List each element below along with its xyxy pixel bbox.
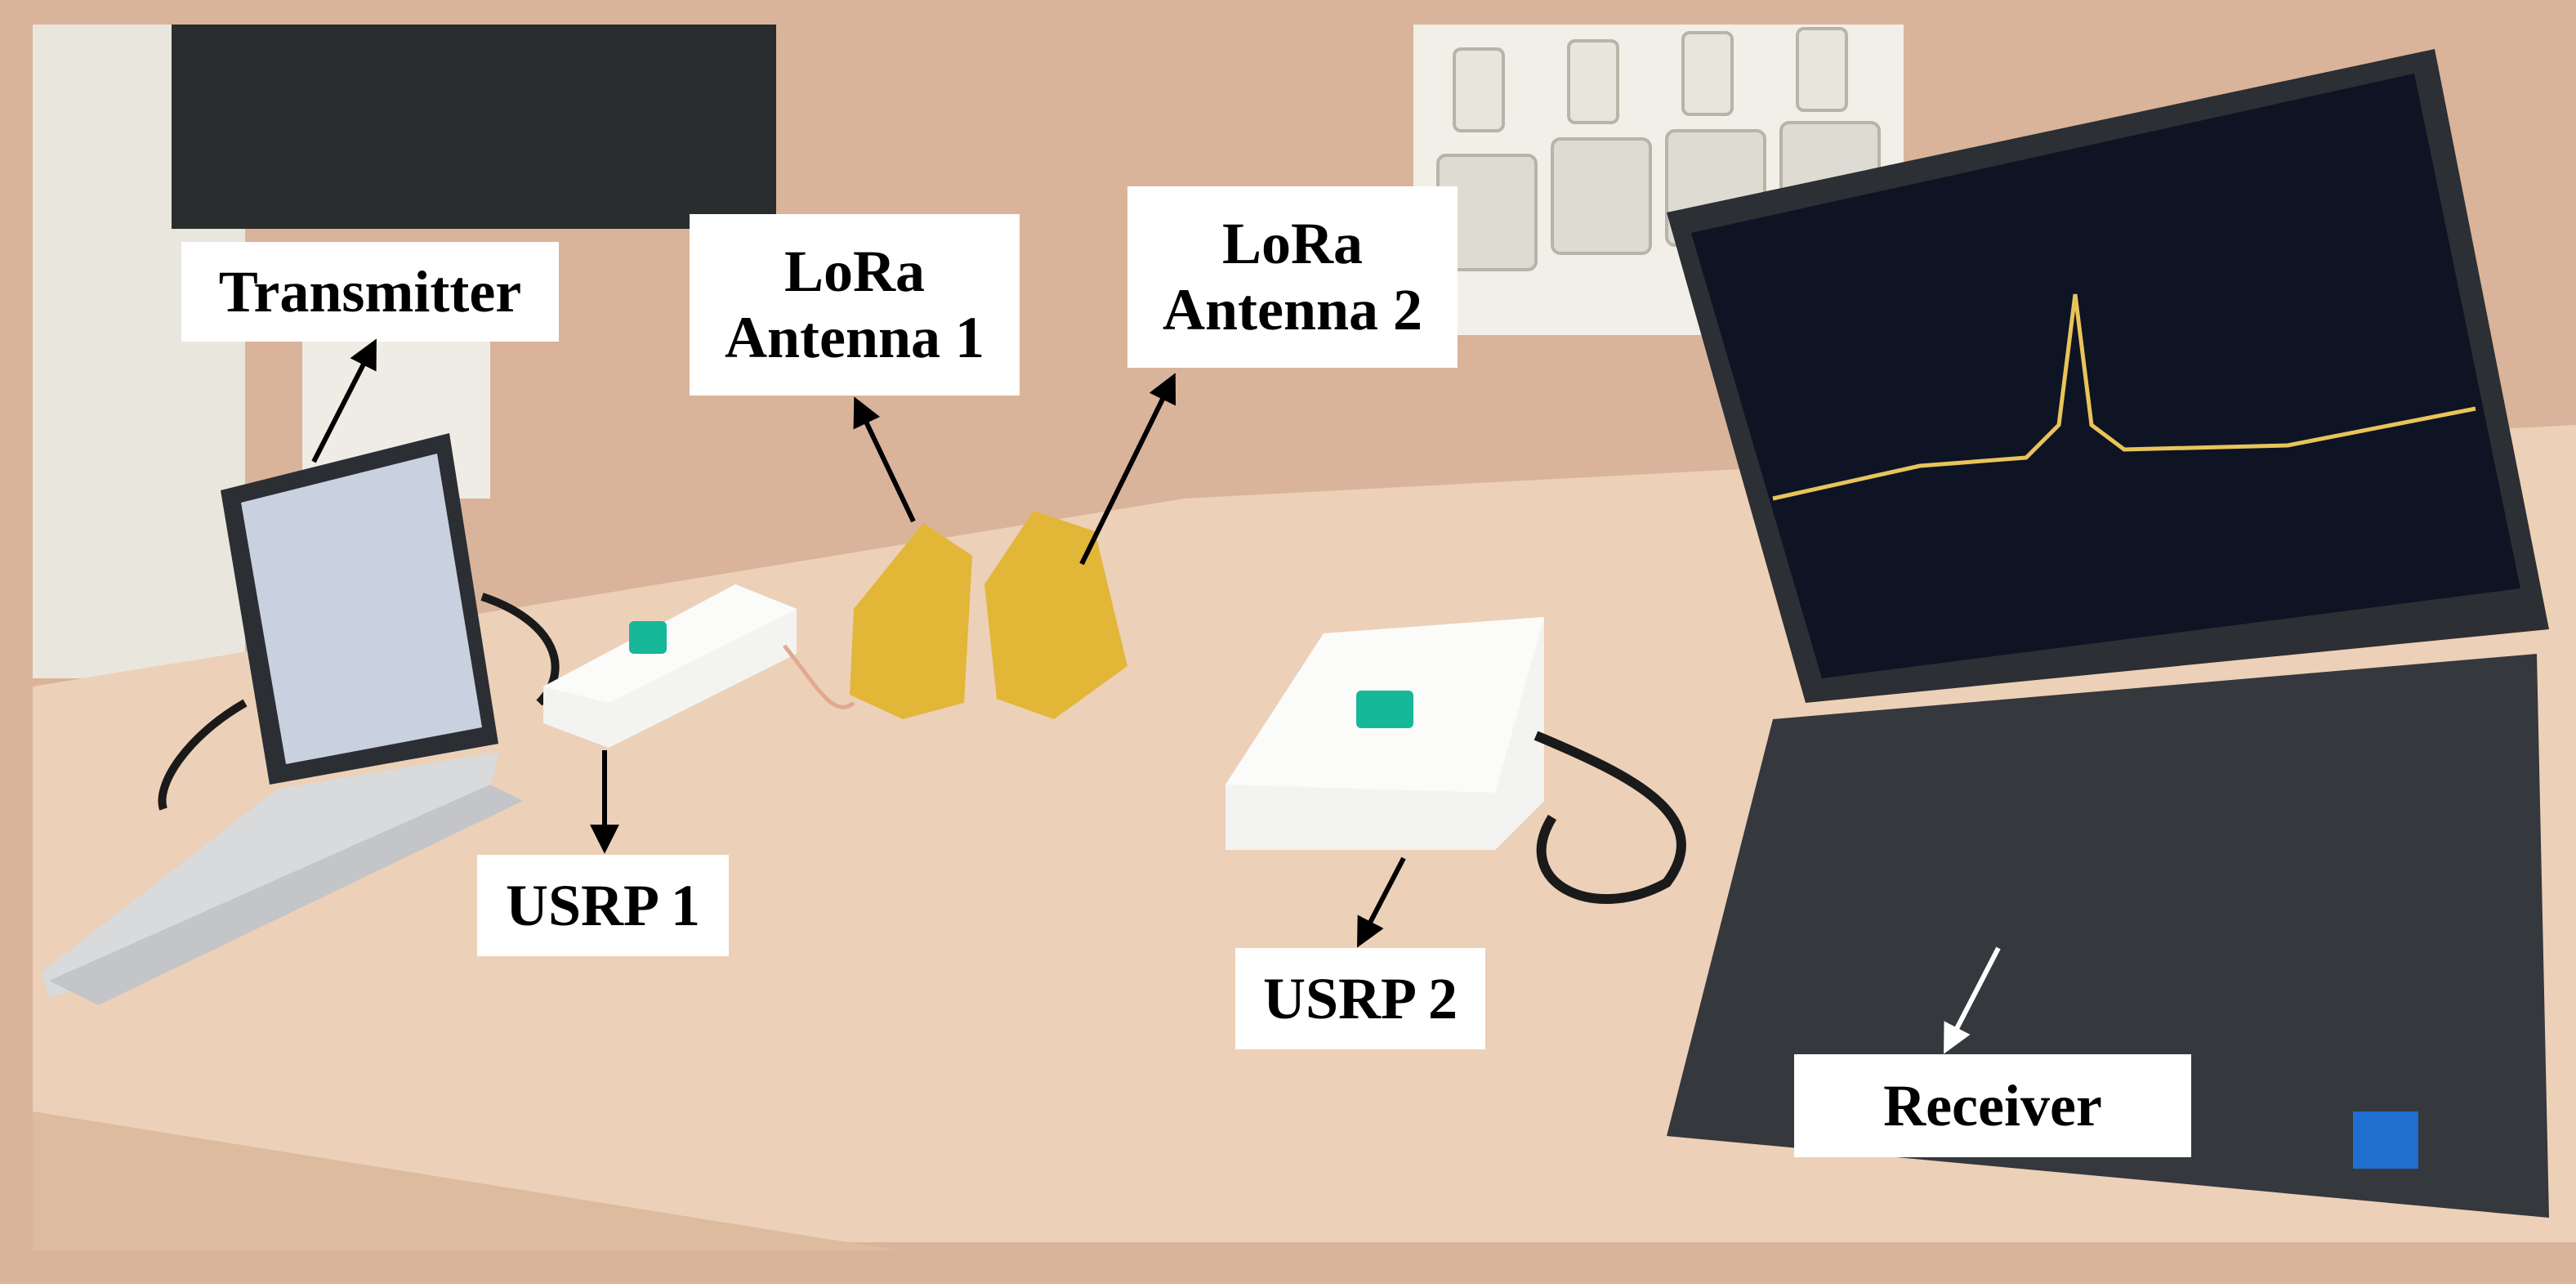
usrp-1-device [543,584,797,748]
transmitter-laptop [41,433,523,1005]
lora-antenna-2-label-line-1: LoRa [1221,211,1364,277]
transmitter-label: Transmitter [181,242,559,342]
lora-antenna-1-label-line-2: Antenna 1 [724,305,985,370]
lora-antenna-2-label: LoRa Antenna 2 [1127,186,1458,368]
receiver-laptop [1667,49,2549,1218]
lora-antenna-1-label-line-1: LoRa [784,239,926,305]
spectrum-trace [1772,293,2476,501]
lora-antenna-1-arrow [853,396,916,523]
switch-group [1453,27,1848,132]
usrp-2-device [1225,617,1544,850]
usrp-1-label-text: USRP 1 [505,872,701,938]
receiver-label: Receiver [1794,1054,2191,1157]
cable [1534,731,1686,905]
usrp-2-label: USRP 2 [1235,948,1485,1049]
lora-antenna-2 [984,511,1127,719]
lora-antenna-1 [850,523,972,719]
receiver-label-text: Receiver [1883,1072,2102,1138]
transmitter-label-text: Transmitter [218,258,522,324]
rf-cable [783,644,855,709]
lora-antenna-2-arrow [1079,373,1176,566]
usrp-2-label-text: USRP 2 [1262,965,1458,1031]
usrp-1-label: USRP 1 [477,855,729,956]
lora-antenna-2-label-line-2: Antenna 2 [1162,277,1423,342]
lora-antenna-1-label: LoRa Antenna 1 [690,214,1020,396]
table-edge [33,1111,899,1250]
usrp-2-arrow [1357,856,1406,948]
transmitter-arrow [311,338,377,463]
receiver-arrow [1944,946,2001,1054]
cable [158,699,248,811]
dark-cabinet [172,25,776,229]
